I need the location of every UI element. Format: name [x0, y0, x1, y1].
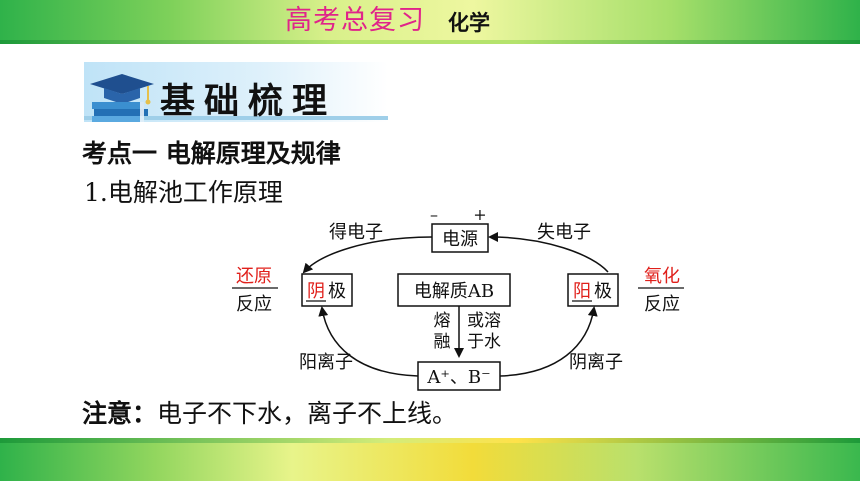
arc-anions	[499, 306, 598, 377]
power-source-label: 电源	[442, 229, 478, 250]
arc-cations	[318, 306, 419, 377]
reduction-reaction-label: 反应	[236, 294, 272, 315]
electrolyte-label: 电解质AB	[414, 281, 494, 302]
dissolve-label-2: 于水	[467, 332, 501, 352]
footer-bar	[0, 438, 860, 481]
note-text: 电子不下水，离子不上线。	[157, 399, 458, 428]
header-title: 高考总复习	[285, 5, 425, 36]
electrolysis-diagram: 电源 – + 得电子 失电子 阴 极 阳 极 还原 反应 氧化 反应 电解质AB…	[232, 206, 684, 391]
arc-from-anode	[488, 232, 609, 273]
header-subject: 化学	[448, 11, 490, 35]
note-label: 注意：	[82, 399, 158, 428]
ions-label: A⁺、B⁻	[426, 367, 490, 388]
melt-label-1: 熔	[434, 311, 451, 331]
lose-electrons-label: 失电子	[537, 222, 591, 243]
header-bar	[0, 0, 860, 44]
gain-electrons-label: 得电子	[329, 222, 383, 243]
ions-box	[417, 361, 501, 391]
cathode-suffix: 极	[328, 281, 346, 302]
section-banner	[84, 58, 388, 124]
dissolve-label-1: 或溶	[467, 311, 501, 331]
header-bar-edge	[0, 40, 860, 44]
negative-terminal-label: –	[430, 206, 438, 224]
anions-label: 阴离子	[569, 352, 623, 373]
note-line: 注意：电子不下水，离子不上线。	[82, 396, 457, 432]
reduction-answer: 还原	[236, 266, 272, 287]
cathode-answer: 阴	[307, 281, 325, 302]
cations-label: 阳离子	[299, 352, 353, 373]
anode-answer: 阳	[573, 281, 591, 302]
oxidation-reaction-label: 反应	[644, 294, 680, 315]
anode-suffix: 极	[594, 281, 612, 302]
arc-to-cathode	[302, 236, 433, 274]
oxidation-answer: 氧化	[644, 266, 680, 287]
electrolyte-box	[397, 273, 511, 307]
item-title: 1.电解池工作原理	[84, 178, 283, 207]
section-title: 考点一 电解原理及规律	[82, 139, 341, 168]
power-source-box	[431, 223, 489, 253]
melt-label-2: 融	[434, 332, 451, 352]
banner-title: 基础梳理	[160, 81, 337, 122]
footer-bar-edge	[0, 438, 860, 443]
positive-terminal-label: +	[473, 206, 486, 224]
book-graduation-cap-icon	[90, 74, 154, 122]
